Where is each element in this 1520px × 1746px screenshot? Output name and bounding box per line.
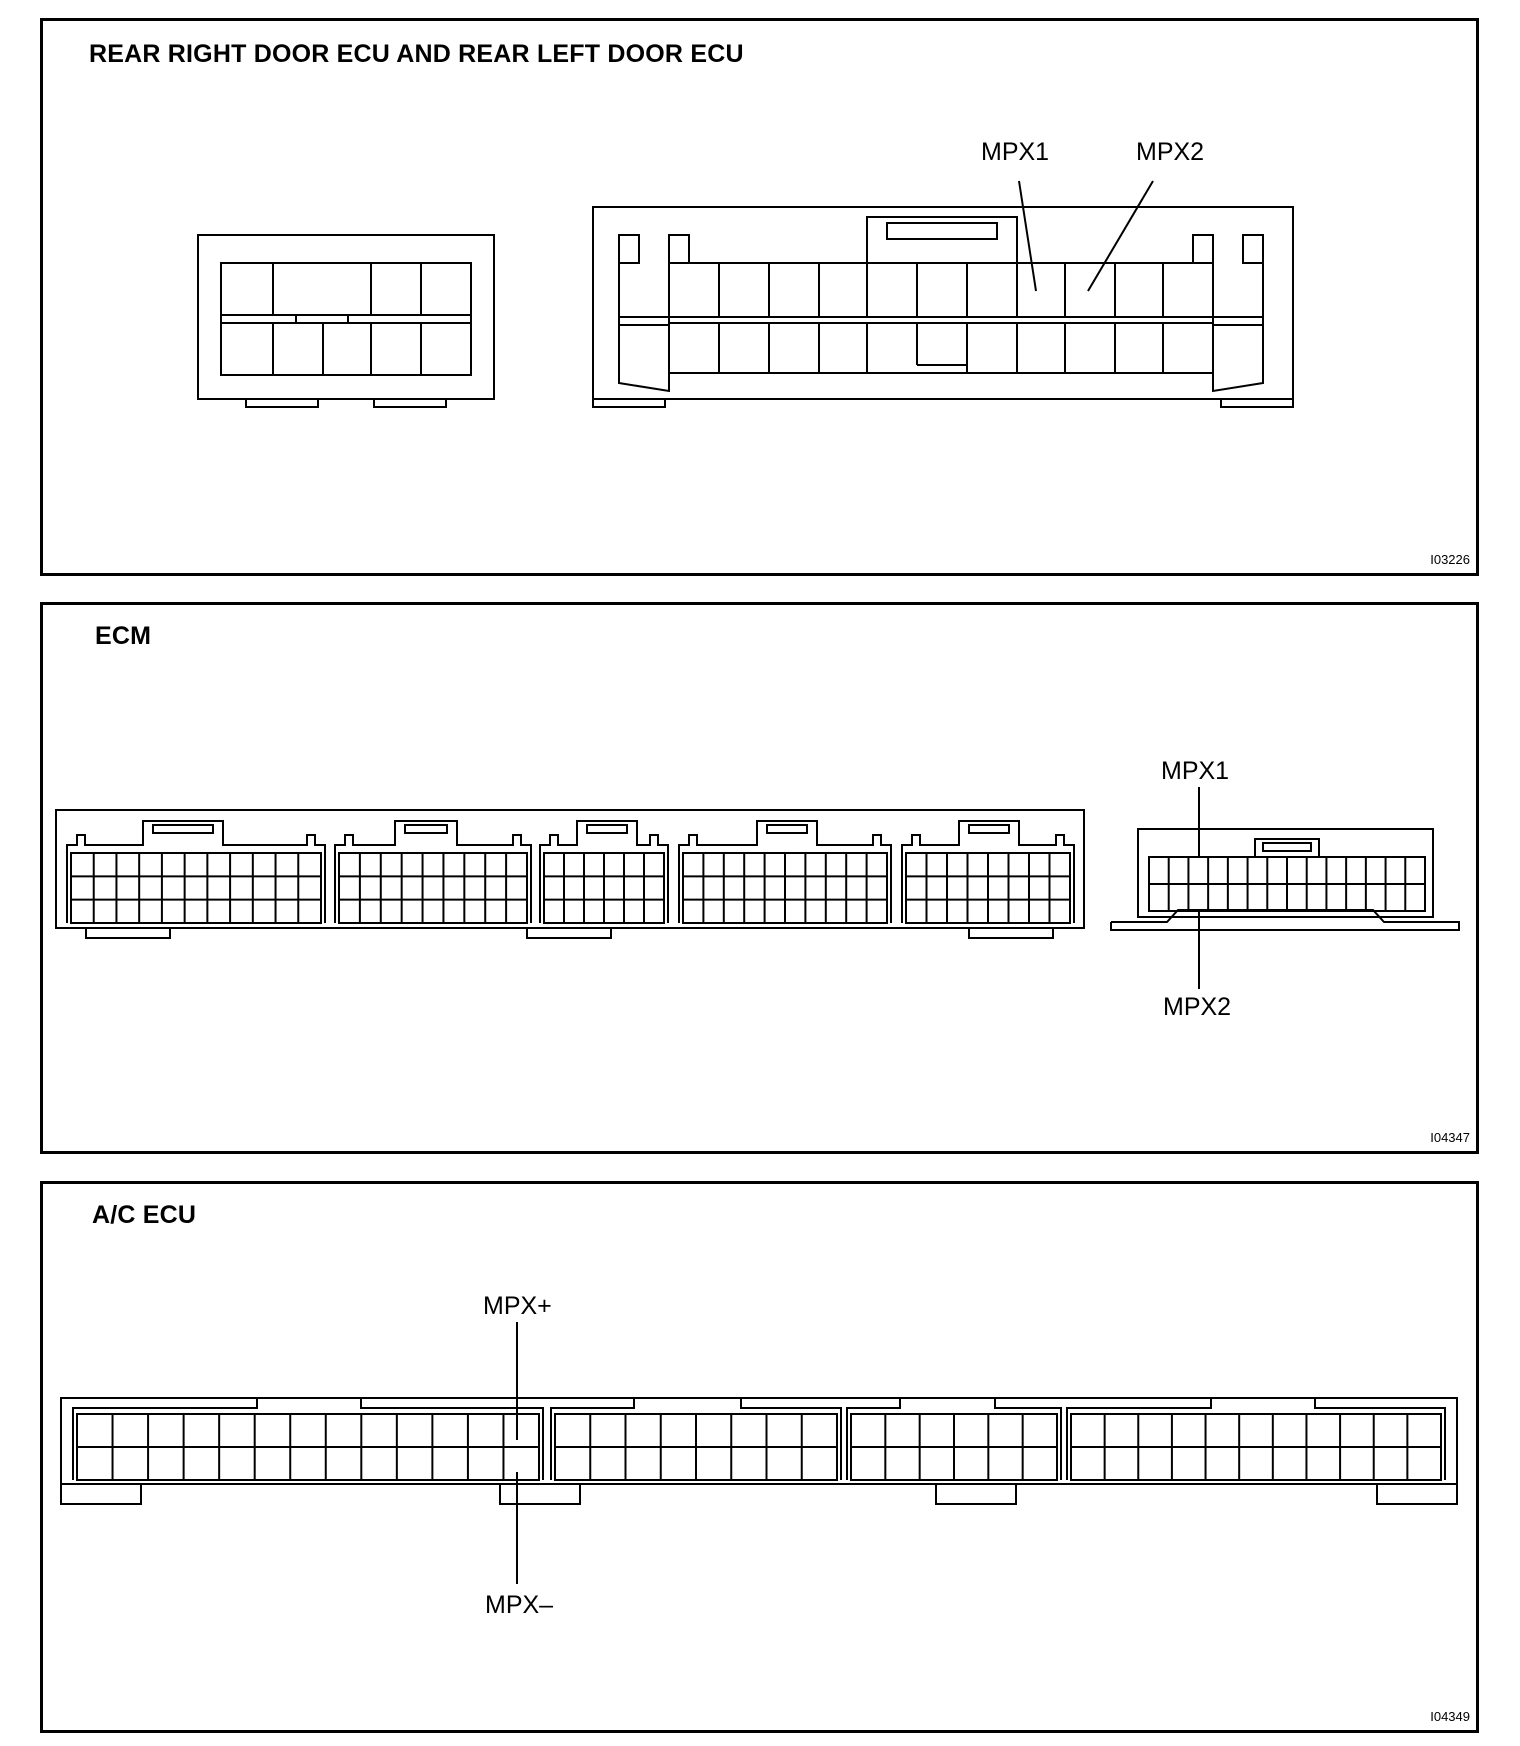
panel-title: ECM [95, 622, 152, 650]
ecm-connector-block [335, 821, 531, 923]
ecm-main-housing [56, 810, 1084, 928]
pin-label-mpx1: MPX1 [981, 138, 1050, 166]
ac-connector-block [847, 1398, 1061, 1480]
ac-ecu-housing [61, 1398, 1457, 1484]
pin-label-mpx1: MPX1 [1161, 757, 1230, 785]
ecm-connector-block [540, 821, 668, 923]
small-connector-housing [198, 235, 494, 399]
large-connector-housing [593, 207, 1293, 399]
panel-title: A/C ECU [92, 1201, 197, 1229]
ac-connector-block [1067, 1398, 1445, 1480]
pin-label-mpx2: MPX2 [1136, 138, 1205, 166]
ecm-connector-block [67, 821, 325, 923]
ecm-small-housing [1138, 829, 1433, 917]
ecm-connector-block [902, 821, 1074, 923]
door-ecu-connectors [43, 21, 1476, 573]
door-ecu-panel: REAR RIGHT DOOR ECU AND REAR LEFT DOOR E… [40, 18, 1479, 576]
ac-connector-block [73, 1398, 543, 1480]
pin-label-mpx2: MPX2 [1163, 993, 1232, 1021]
leader-line-mpx2 [1088, 181, 1153, 291]
panel-title: REAR RIGHT DOOR ECU AND REAR LEFT DOOR E… [89, 40, 744, 68]
ac-ecu-connectors [43, 1184, 1476, 1730]
small-connector-face [221, 263, 471, 375]
ecm-panel: ECM MPX1 MPX2 I04347 [40, 602, 1479, 1154]
figure-code: I03226 [1430, 552, 1470, 567]
ac-connector-block [551, 1398, 841, 1480]
ac-ecu-panel: A/C ECU MPX+ MPX– I04349 [40, 1181, 1479, 1733]
figure-code: I04347 [1430, 1130, 1470, 1145]
pin-label-mpx-plus: MPX+ [483, 1292, 552, 1320]
figure-code: I04349 [1430, 1709, 1470, 1724]
leader-line-mpx1 [1019, 181, 1036, 291]
ecm-connector-block [679, 821, 891, 923]
pin-label-mpx-minus: MPX– [485, 1591, 554, 1619]
ecm-connectors [43, 605, 1476, 1151]
